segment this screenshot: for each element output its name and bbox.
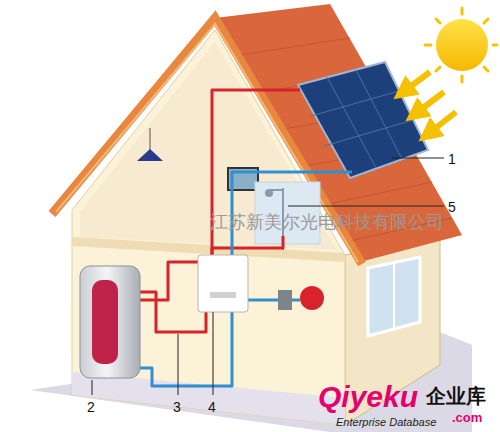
leader-lines: [92, 158, 444, 395]
window: [368, 257, 420, 336]
callout-number: 4: [208, 399, 216, 415]
callout-number: 5: [448, 199, 456, 215]
callout-number: 3: [173, 399, 181, 415]
watermark: 江苏新美尔光电科技有限公司: [210, 212, 444, 232]
logo-chinese-holder: 企业库: [426, 385, 486, 407]
ground-floor: [72, 372, 345, 425]
logo-domain: .com: [452, 410, 482, 425]
callout-number-holder: 4: [208, 398, 216, 416]
logo-word: Qiyeku: [318, 380, 418, 413]
logo-chinese: 企业库: [426, 385, 486, 407]
storage-tank: [80, 266, 140, 378]
callout-number-holder: 5: [448, 198, 456, 216]
lamp: [137, 149, 163, 161]
callout-number-holder: 1: [448, 150, 456, 168]
logo-tagline: Enterprise Database: [336, 416, 436, 428]
cold-pipe: [140, 172, 352, 386]
expansion-vessel: [300, 286, 324, 310]
callout-number: 1: [448, 151, 456, 167]
logo-word-holder: Qiyeku: [318, 380, 418, 413]
callout-number-holder: 2: [87, 398, 95, 416]
sun: [425, 8, 497, 82]
watermark-holder: 江苏新美尔光电科技有限公司: [210, 213, 444, 233]
pump-station: [278, 290, 292, 310]
sun-ray-arrows: [403, 72, 456, 134]
solar-collector: [298, 62, 428, 178]
tank-coil: [92, 280, 118, 364]
callout-number: 2: [87, 399, 95, 415]
boiler: [198, 255, 248, 312]
logo-tagline-holder: Enterprise Database: [336, 412, 436, 430]
logo-domain-holder: .com: [452, 408, 482, 426]
callout-number-holder: 3: [173, 398, 181, 416]
